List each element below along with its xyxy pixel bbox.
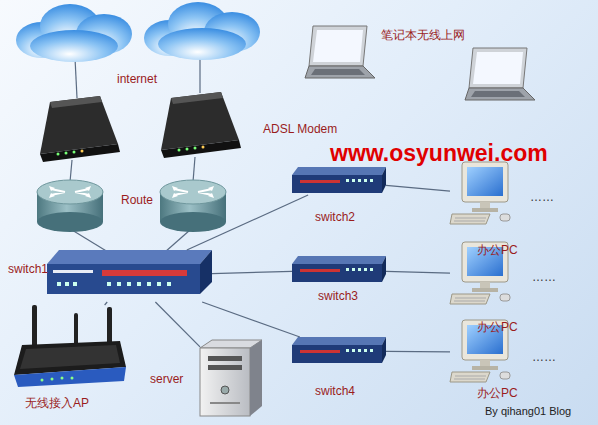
note-label: ……	[532, 270, 556, 284]
note-label: ADSL Modem	[263, 122, 337, 136]
device-label: switch2	[315, 210, 355, 224]
device-node: switch4	[292, 337, 386, 365]
device-node: 办公PC	[450, 320, 512, 384]
note-label: ……	[532, 350, 556, 364]
device-label: server	[150, 372, 183, 386]
network-cable	[187, 195, 308, 250]
device-node: switch3	[292, 256, 386, 284]
device-node: 办公PC	[450, 242, 512, 306]
note-label: ……	[530, 190, 554, 204]
device-node: 无线接入AP	[12, 305, 127, 387]
device-label: 办公PC	[477, 386, 518, 400]
device-node: switch2	[292, 167, 386, 195]
note-label: internet	[117, 72, 157, 86]
device-node: 办公PC	[450, 162, 512, 226]
network-cable	[202, 302, 300, 337]
network-cable	[386, 271, 450, 273]
network-cable	[105, 302, 108, 305]
device-node: switch1	[47, 250, 212, 302]
device-label: switch1	[8, 262, 48, 276]
network-cable	[386, 185, 450, 191]
network-cable	[386, 351, 450, 353]
device-label: 办公PC	[477, 243, 518, 257]
device-label: switch3	[318, 289, 358, 303]
note-label: By qihang01 Blog	[485, 405, 571, 418]
device-label: 无线接入AP	[25, 396, 89, 410]
device-label: switch4	[315, 384, 355, 398]
device-node: server	[200, 340, 262, 416]
note-label: 笔记本无线上网	[381, 28, 465, 42]
network-cable	[212, 271, 292, 273]
watermark: www.osyunwei.com	[330, 140, 548, 168]
note-label: Route	[121, 193, 153, 207]
device-label: 办公PC	[477, 320, 518, 334]
network-cable	[155, 302, 200, 347]
